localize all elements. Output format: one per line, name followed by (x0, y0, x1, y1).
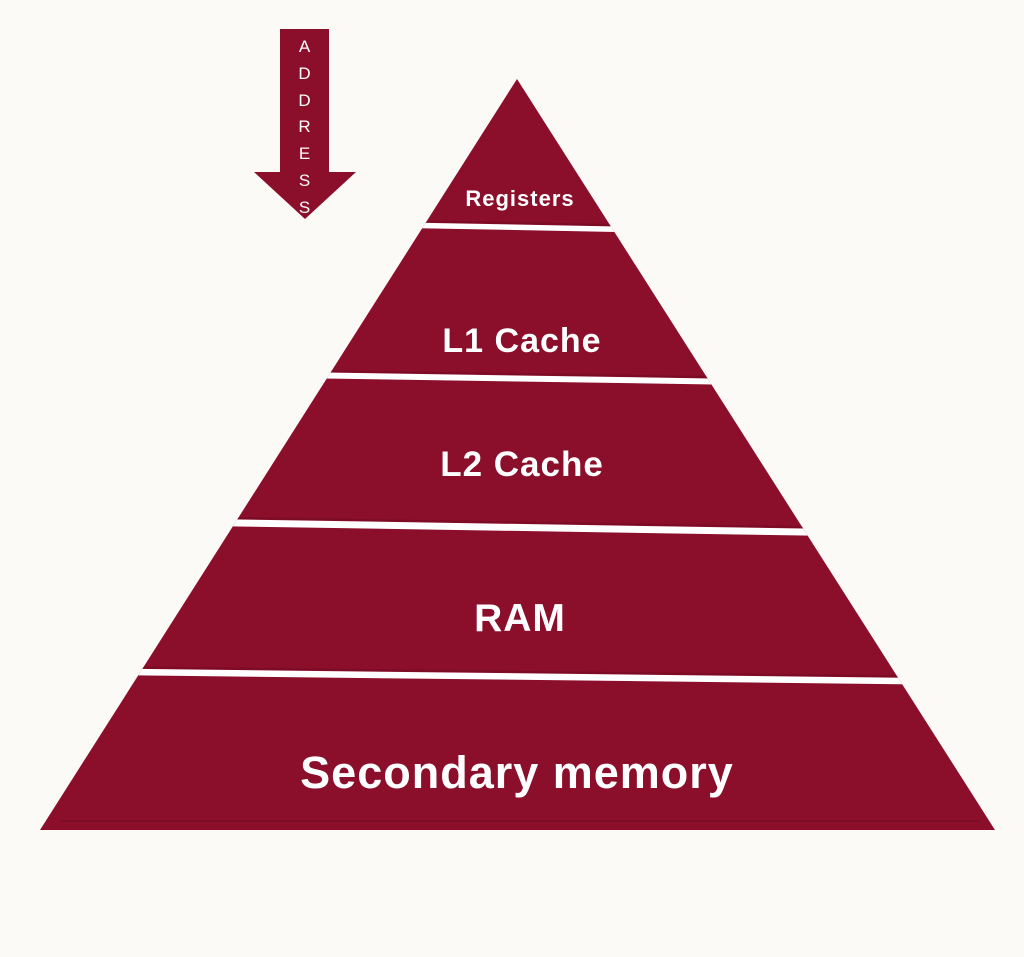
level-label-l2-cache: L2 Cache (440, 445, 604, 484)
level-divider (105, 668, 925, 685)
address-down-arrow-icon (254, 29, 356, 219)
level-label-l1-cache: L1 Cache (442, 322, 601, 360)
pyramid (40, 79, 995, 830)
level-divider (205, 519, 835, 536)
level-label-ram: RAM (474, 597, 566, 640)
level-label-secondary-memory: Secondary memory (300, 747, 734, 798)
level-divider (380, 222, 645, 233)
level-label-registers: Registers (465, 186, 574, 211)
level-divider (295, 372, 745, 385)
